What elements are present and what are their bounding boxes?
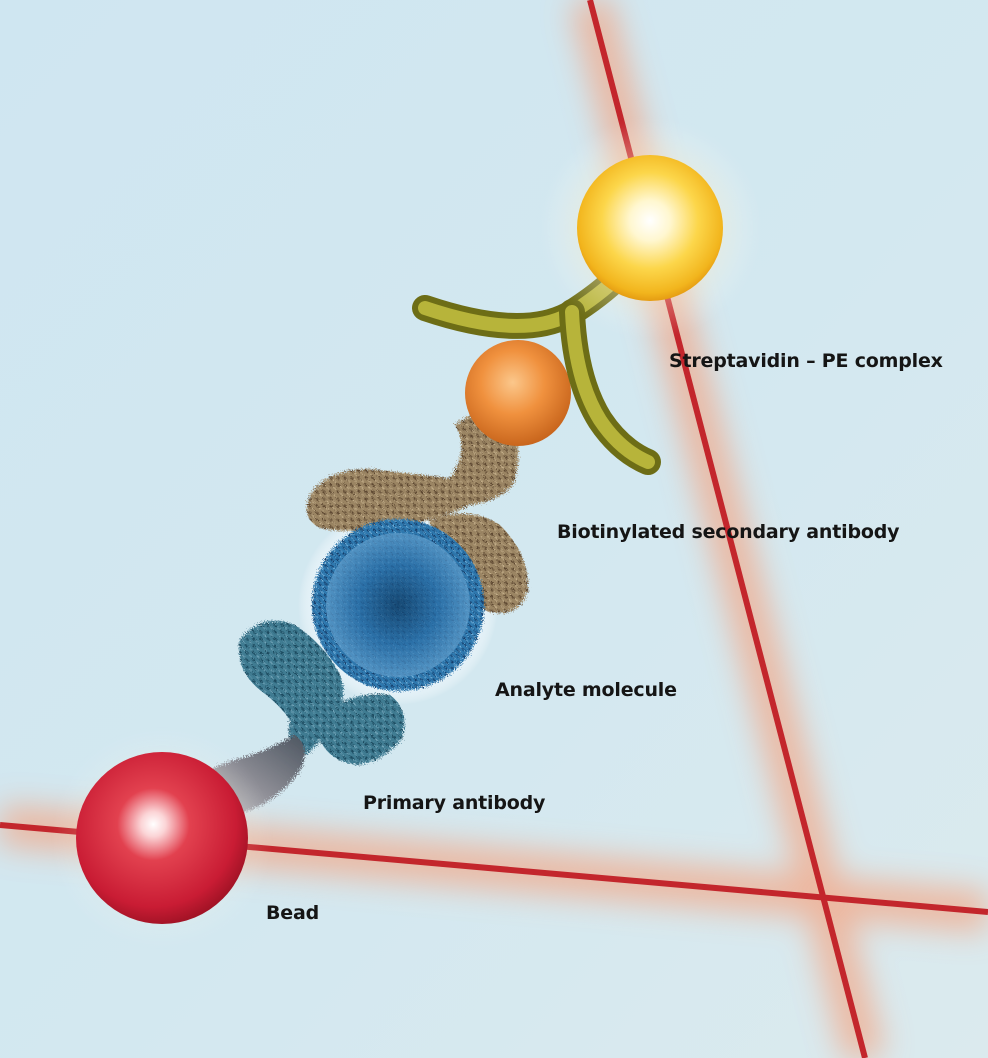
label-primary-antibody: Primary antibody: [363, 792, 545, 814]
label-biotinylated-secondary-antibody: Biotinylated secondary antibody: [557, 521, 899, 543]
label-bead: Bead: [266, 902, 319, 924]
streptavidin-pe-sphere: [577, 155, 723, 301]
biotin: [465, 340, 571, 446]
label-streptavidin-pe-complex: Streptavidin – PE complex: [669, 350, 943, 372]
analyte-molecule: [312, 519, 484, 691]
label-analyte-molecule: Analyte molecule: [495, 679, 677, 701]
bead: [76, 752, 248, 924]
